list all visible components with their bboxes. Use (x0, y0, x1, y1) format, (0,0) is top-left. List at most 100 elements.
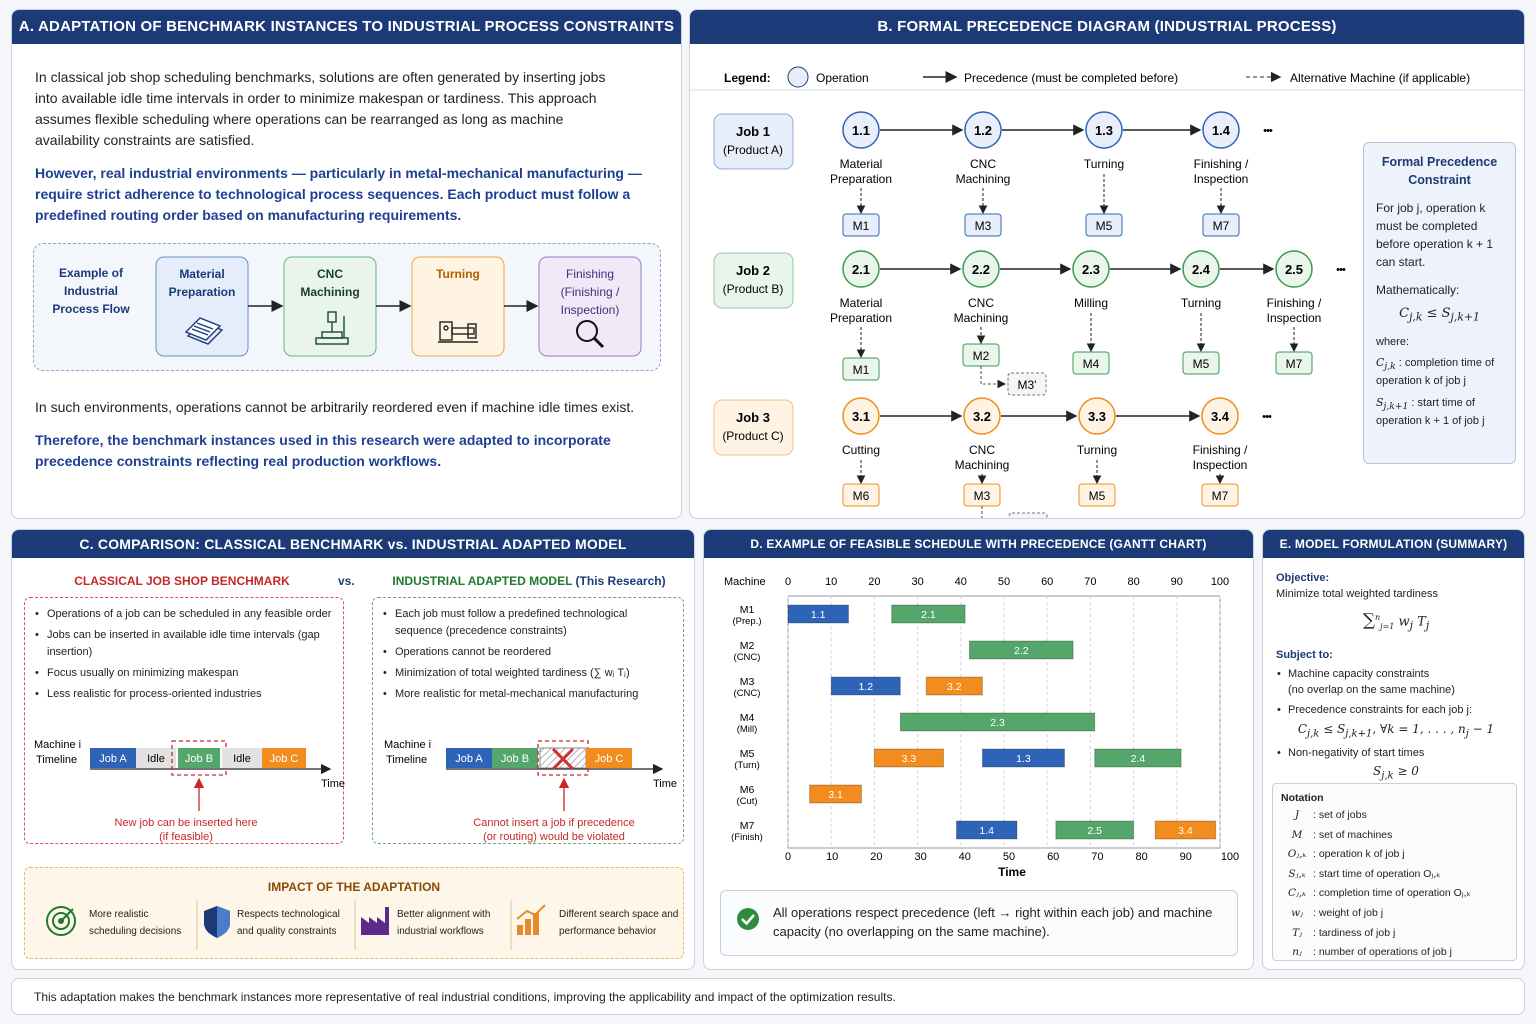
machine-tick-M3: M3 (740, 676, 755, 688)
machine-tick-sub: (Mill) (737, 724, 758, 735)
operation-node-2.4 (1182, 250, 1220, 288)
notation-row: wⱼ: weight of job j (1281, 904, 1508, 924)
notation-definition: : number of operations of job j (1313, 946, 1452, 959)
constraint-1: •Machine capacity constraints(no overlap… (1277, 667, 1455, 696)
gantt-bar-label: 1.2 (858, 681, 873, 693)
impact-icons (46, 900, 546, 950)
constraint-2: •Precedence constraints for each job j: (1277, 703, 1473, 716)
lathe-icon (438, 321, 478, 343)
footer-text: This adaptation makes the benchmark inst… (34, 990, 896, 1004)
machine-label: M7 (1212, 489, 1229, 503)
block-left-idle-1 (136, 748, 176, 768)
shield-check-icon (204, 906, 230, 938)
bottom-tick-label: 20 (870, 851, 882, 863)
notation-symbol: Tⱼ (1292, 926, 1302, 939)
operation-id: 3.1 (852, 409, 870, 424)
alternative-machine-label: M3' (1019, 518, 1038, 519)
operation-id: 2.4 (1192, 262, 1211, 277)
panel-c-title: C. COMPARISON: CLASSICAL BENCHMARK vs. I… (12, 530, 694, 558)
gantt-bar-1.1 (787, 604, 849, 624)
machine-tick-M4: M4 (740, 712, 755, 724)
machine-box-M3 (964, 213, 1002, 237)
gantt-bar-label: 3.3 (902, 753, 917, 765)
top-tick-label: 0 (785, 576, 791, 588)
operation-id: 1.1 (852, 123, 870, 138)
check-circle-icon (737, 908, 759, 930)
operation-label-1: Milling (1074, 296, 1108, 310)
factory-icon (361, 907, 389, 935)
panel-b-title: B. FORMAL PRECEDENCE DIAGRAM (INDUSTRIAL… (690, 10, 1524, 44)
machine-box-M5 (1078, 483, 1116, 507)
gantt-bar-1.2 (830, 676, 901, 696)
constraint-c-def: Cj,k : completion time of operation k of… (1376, 355, 1495, 387)
machine-label: M1 (853, 363, 870, 377)
notation-symbol: M (1291, 828, 1303, 841)
subject-label: Subject to: (1276, 648, 1333, 661)
block-left-idle-1-label: Idle (147, 753, 165, 765)
machine-box-M1 (842, 357, 880, 381)
growth-chart-icon (516, 904, 546, 935)
flow-step-2-label: CNC Machining (300, 267, 360, 299)
legend-precedence: Precedence (must be completed before) (964, 71, 1178, 85)
legend-alternative: Alternative Machine (if applicable) (1290, 71, 1470, 85)
nonneg-formula: Sj,k ≥ 0 (1373, 764, 1419, 782)
objective-label: Objective: (1276, 572, 1330, 584)
classical-point-2: Jobs can be inserted in available idle t… (33, 627, 333, 661)
notation-definition: : start time of operation Oⱼ,ₖ (1313, 867, 1441, 880)
operation-label-1: Finishing / (1267, 296, 1322, 310)
operation-label-1: Turning (1181, 296, 1221, 310)
bottom-tick-label: 70 (1091, 851, 1103, 863)
vs-label: vs. (338, 574, 355, 588)
machine-label: M1 (853, 219, 870, 233)
bottom-tick-label: 40 (959, 851, 971, 863)
operation-id: 1.4 (1212, 123, 1231, 138)
operation-node-1.3 (1085, 111, 1123, 149)
continuation-ellipsis: • • • (1262, 411, 1272, 423)
continuation-ellipsis: • • • (1336, 264, 1346, 276)
operation-id: 3.3 (1088, 409, 1106, 424)
operation-label-1: CNC (969, 443, 995, 457)
job-3-box (713, 399, 794, 456)
job-3-name: Job 3 (736, 410, 770, 425)
machine-tick-sub: (CNC) (734, 652, 761, 663)
notation-row: Cⱼ,ₖ: completion time of operation Oⱼ,ₖ (1281, 884, 1508, 904)
job-3-product: (Product C) (722, 429, 783, 443)
machine-box-M1 (842, 213, 880, 237)
magnifier-icon (576, 320, 605, 349)
alternative-arrow (981, 506, 983, 518)
constraint-formula: Cj,k ≤ Sj,k+1 (1399, 306, 1480, 324)
process-flow-box: Example of Industrial Process Flow (33, 243, 661, 371)
note-right-1: Cannot insert a job if precedence (473, 817, 634, 829)
classical-points: Operations of a job can be scheduled in … (33, 606, 333, 707)
gantt-bar-3.3 (873, 748, 945, 768)
job-2-name: Job 2 (736, 263, 770, 278)
notation-row: Sⱼ,ₖ: start time of operation Oⱼ,ₖ (1281, 865, 1508, 885)
top-tick-label: 30 (911, 576, 923, 588)
notation-symbol: nⱼ (1292, 946, 1302, 959)
top-tick-label: 50 (998, 576, 1010, 588)
classical-point-4: Less realistic for process-oriented indu… (33, 686, 333, 703)
panel-d-title: D. EXAMPLE OF FEASIBLE SCHEDULE WITH PRE… (704, 530, 1253, 558)
panel-a-title: A. ADAPTATION OF BENCHMARK INSTANCES TO … (12, 10, 681, 44)
machine-box-M5 (1182, 351, 1220, 375)
machine-tick-sub: (Cut) (736, 796, 757, 807)
operation-label-2: Machining (956, 172, 1011, 186)
flow-step-3-label: Turning (436, 267, 480, 281)
machine-label: M3 (974, 489, 991, 503)
bottom-tick-label: 80 (1135, 851, 1147, 863)
timeline-left-label2: Timeline (36, 754, 77, 766)
notation-definition: : tardiness of job j (1313, 926, 1396, 939)
top-tick-label: 10 (825, 576, 837, 588)
notation-row: J: set of jobs (1281, 806, 1508, 826)
block-right-job-b (492, 748, 538, 768)
notation-symbol: Oⱼ,ₖ (1287, 848, 1307, 861)
time-label-left: Time (321, 778, 345, 790)
operation-label-2: Inspection (1194, 172, 1249, 186)
cnc-machine-icon (315, 311, 349, 345)
operation-node-1.2 (964, 111, 1002, 149)
